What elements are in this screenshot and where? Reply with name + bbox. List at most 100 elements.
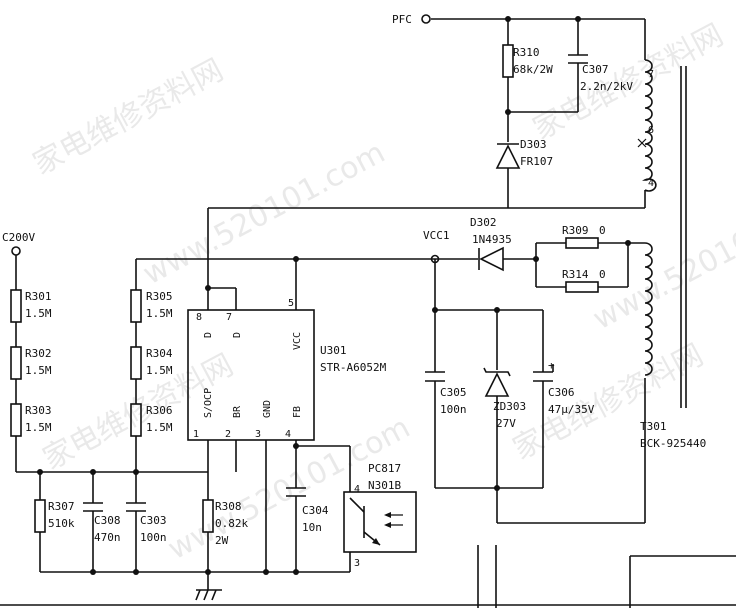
c303-value: 100n <box>140 531 167 544</box>
r309-value: 0 <box>599 224 606 237</box>
d302: D302 1N4935 <box>470 216 512 272</box>
c303: C303 100n <box>126 502 167 544</box>
r309-ref: R309 <box>562 224 589 237</box>
u301-pin1-name: S/OCP <box>203 388 214 418</box>
watermark-url-1: www.520101.com <box>137 135 391 292</box>
r304-value: 1.5M <box>146 364 173 377</box>
r307-ref: R307 <box>48 500 75 513</box>
u301-ref: U301 <box>320 344 347 357</box>
c304: C304 10n <box>286 487 329 534</box>
r305-ref: R305 <box>146 290 173 303</box>
t301-ref: T301 <box>640 420 667 433</box>
c307: C307 2.2n/2kV <box>568 54 633 93</box>
c306: + C306 47μ/35V <box>533 359 595 416</box>
t301-pin-4: 4 <box>648 178 654 189</box>
r306-value: 1.5M <box>146 421 173 434</box>
u301-pin7-name: D <box>232 332 243 338</box>
r308-power: 2W <box>215 534 229 547</box>
pc817-value: N301B <box>368 479 401 492</box>
c308-ref: C308 <box>94 514 121 527</box>
vcc1-terminal <box>430 254 440 264</box>
vcc1-label: VCC1 <box>423 229 450 242</box>
d303-ref: D303 <box>520 138 547 151</box>
pc817-ref: PC817 <box>368 462 401 475</box>
r307: R307 510k <box>34 499 75 533</box>
u301-pin3-name: GND <box>262 400 273 418</box>
u301-pin2-num: 2 <box>225 429 231 440</box>
r310-ref: R310 <box>513 46 540 59</box>
zd303: ZD303 27V <box>483 367 526 430</box>
pc817: 4 3 PC817 N301B <box>343 462 417 569</box>
u301-part: STR-A6052M <box>320 361 387 374</box>
r303: R303 1.5M <box>10 403 52 437</box>
r310-value: 68k/2W <box>513 63 553 76</box>
r305-value: 1.5M <box>146 307 173 320</box>
c305: C305 100n <box>425 371 467 416</box>
c308-value: 470n <box>94 531 121 544</box>
r310: R310 68k/2W <box>502 44 553 78</box>
d303-value: FR107 <box>520 155 553 168</box>
u301: 8 7 5 D D VCC S/OCP BR GND FB 1 2 3 4 U3… <box>187 298 387 441</box>
c306-value: 47μ/35V <box>548 403 595 416</box>
r302-value: 1.5M <box>25 364 52 377</box>
d302-value: 1N4935 <box>472 233 512 246</box>
c200v-label: C200V <box>2 231 35 244</box>
c303-ref: C303 <box>140 514 167 527</box>
watermark-url-3: www.520101.com <box>587 180 736 337</box>
r301-value: 1.5M <box>25 307 52 320</box>
d302-ref: D302 <box>470 216 497 229</box>
zd303-ref: ZD303 <box>493 400 526 413</box>
r314-value: 0 <box>599 268 606 281</box>
pfc-terminal <box>421 14 431 24</box>
t301-pin-6: 6 <box>648 125 654 136</box>
r307-value: 510k <box>48 517 75 530</box>
r302: R302 1.5M <box>10 346 52 380</box>
c304-ref: C304 <box>302 504 329 517</box>
pc817-pin-3: 3 <box>354 558 360 569</box>
r308-ref: R308 <box>215 500 242 513</box>
d303: D303 FR107 <box>495 138 553 169</box>
c307-value: 2.2n/2kV <box>580 80 633 93</box>
pc817-pin-4: 4 <box>354 484 360 495</box>
r301: R301 1.5M <box>10 289 52 323</box>
junctions <box>37 16 631 575</box>
t301: 7 6 4 T301 BCK-925440 <box>637 59 706 450</box>
u301-pin2-name: BR <box>232 405 243 418</box>
c305-value: 100n <box>440 403 467 416</box>
pfc-label: PFC <box>392 13 412 26</box>
r303-ref: R303 <box>25 404 52 417</box>
c305-ref: C305 <box>440 386 467 399</box>
u301-pin1-num: 1 <box>193 429 199 440</box>
r306-ref: R306 <box>146 404 173 417</box>
c304-value: 10n <box>302 521 322 534</box>
u301-pin8-name: D <box>203 332 214 338</box>
r309: R309 0 <box>562 224 606 249</box>
r314: R314 0 <box>562 268 606 293</box>
r306: R306 1.5M <box>130 403 173 437</box>
u301-pin5-name: VCC <box>292 332 303 350</box>
u301-pin3-num: 3 <box>255 429 261 440</box>
u301-pin4-name: FB <box>292 406 303 418</box>
c308: C308 470n <box>83 502 121 544</box>
r308: R308 0.82k 2W <box>202 499 248 547</box>
c307-ref: C307 <box>582 63 609 76</box>
t301-pin-7: 7 <box>648 69 654 80</box>
c306-ref: C306 <box>548 386 575 399</box>
u301-pin8-num: 8 <box>196 312 202 323</box>
c200v-terminal <box>11 246 21 256</box>
r303-value: 1.5M <box>25 421 52 434</box>
r301-ref: R301 <box>25 290 52 303</box>
r308-value: 0.82k <box>215 517 248 530</box>
watermark-cn-1: 家电维修资料网 <box>27 53 229 182</box>
wires <box>15 18 736 608</box>
zd303-value: 27V <box>496 417 516 430</box>
r304-ref: R304 <box>146 347 173 360</box>
r304: R304 1.5M <box>130 346 173 380</box>
u301-pin5-num: 5 <box>288 298 294 309</box>
r305: R305 1.5M <box>130 289 173 323</box>
t301-value: BCK-925440 <box>640 437 706 450</box>
c306-plus: + <box>548 359 555 372</box>
u301-pin7-num: 7 <box>226 312 232 323</box>
